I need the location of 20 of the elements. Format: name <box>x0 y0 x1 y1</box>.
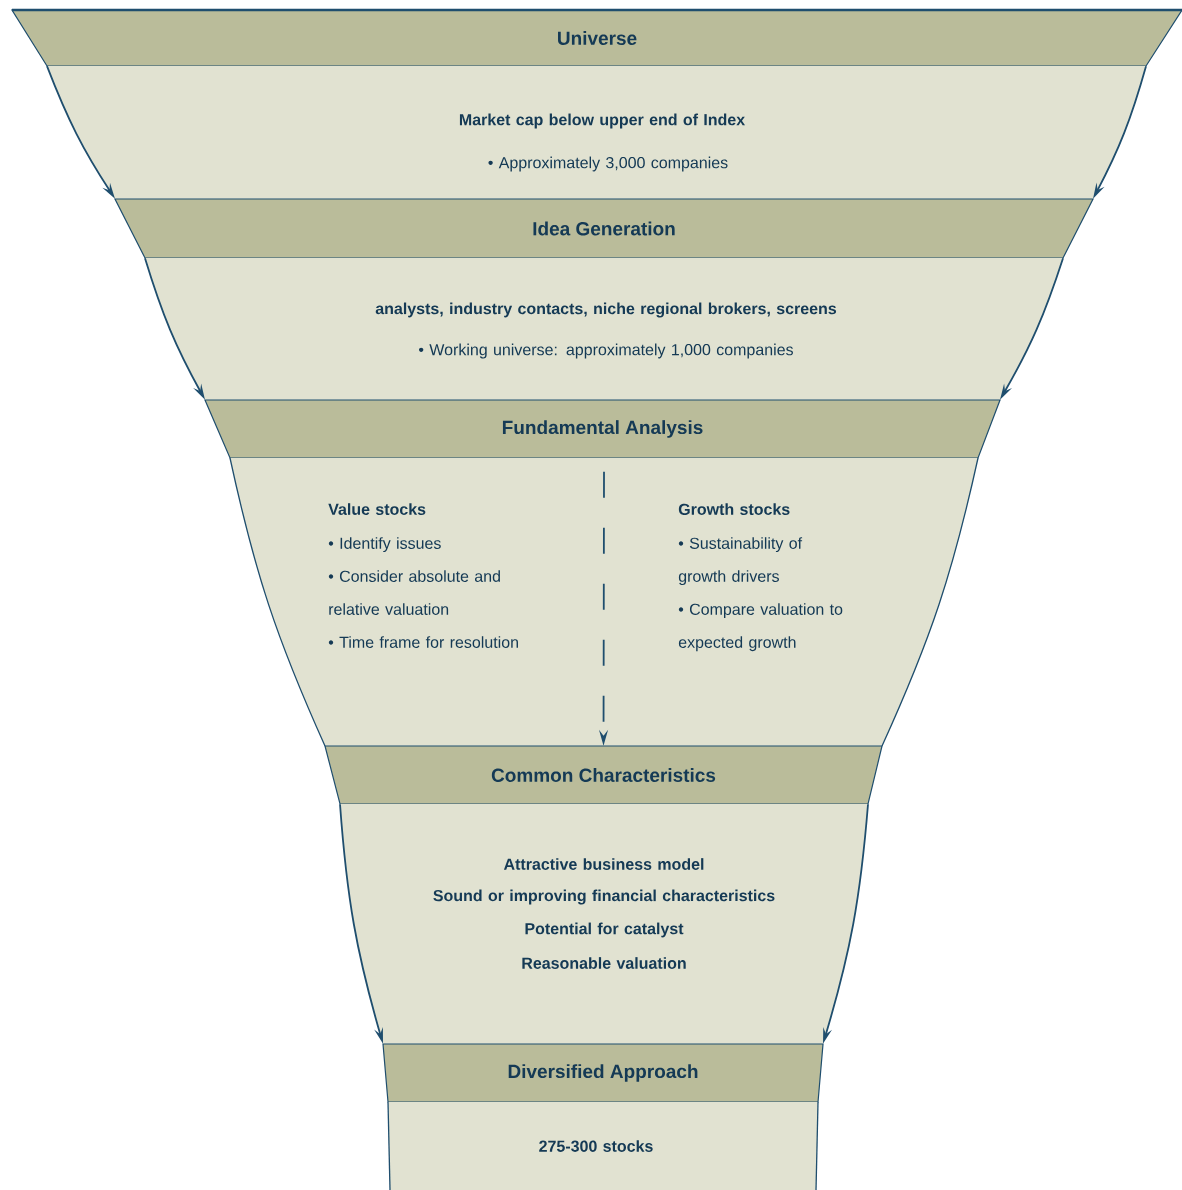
stage-band: Idea Generation <box>114 198 1094 259</box>
body-text: Sound or improving financial characteristics <box>433 889 775 905</box>
body-text: Potential for catalyst <box>525 922 684 938</box>
stage-band: Common Characteristics <box>324 745 883 805</box>
column-heading: Value stocks <box>328 503 426 515</box>
body-text: Attractive business model <box>503 858 704 870</box>
body-text: Market cap below upper end of Index <box>459 113 745 129</box>
bullet-text: • Time frame for resolution <box>328 636 518 648</box>
body-text: Reasonable valuation <box>522 957 686 969</box>
bullet-text: • Working universe: approximately 1,000 companies <box>419 343 793 359</box>
stage-band: Fundamental Analysis <box>204 399 1001 459</box>
column-heading: Growth stocks <box>678 503 790 515</box>
bullet-text: • Compare valuation to expected growth <box>678 603 843 652</box>
bullet-text: • Sustainability of growth drivers <box>678 537 803 586</box>
body-text: 275-300 stocks <box>539 1140 653 1152</box>
stage-band: Diversified Approach <box>382 1043 824 1103</box>
body-text: analysts, industry contacts, niche regional brokers, screens <box>375 302 837 318</box>
bullet-text: • Consider absolute and relative valuation <box>328 570 500 615</box>
bullet-text: • Approximately 3,000 companies <box>488 156 728 172</box>
bullet-text: • Identify issues <box>328 537 441 553</box>
